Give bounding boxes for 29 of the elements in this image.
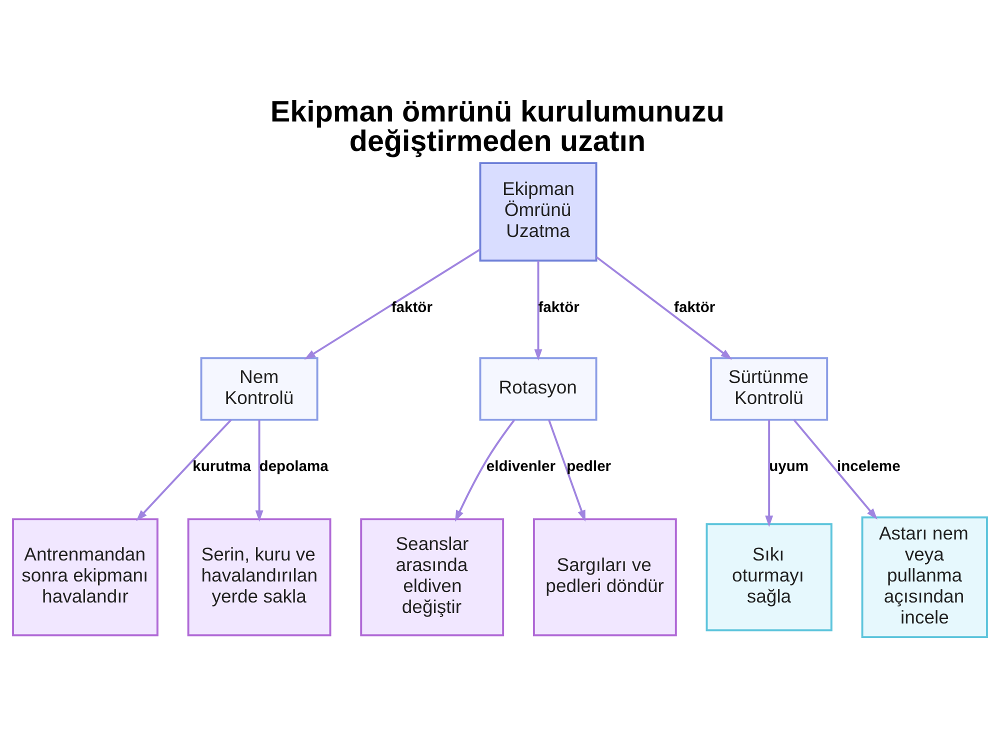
edge-label: kurutma — [192, 458, 252, 475]
arrow — [793, 418, 878, 520]
arrow — [765, 420, 774, 527]
node-box: Sürtünme Kontrolü — [710, 356, 828, 420]
arrow — [454, 419, 515, 522]
edge-label: eldivenler — [486, 458, 556, 475]
arrow — [304, 248, 481, 360]
arrow — [596, 256, 732, 360]
arrow — [534, 260, 542, 360]
node-box: Serin, kuru ve havalandırılan yerde sakla — [187, 518, 332, 636]
edge-label: depolama — [259, 458, 328, 475]
edge-label: pedler — [566, 458, 612, 475]
node-box: Ekipman Ömrünü Uzatma — [479, 162, 598, 262]
node-box: Seanslar arasında eldiven değiştir — [360, 518, 504, 636]
node-box: Nem Kontrolü — [200, 356, 318, 420]
arrow — [136, 418, 232, 521]
node-box: Sargıları ve pedleri döndür — [532, 518, 677, 636]
node-box: Rotasyon — [479, 356, 598, 420]
edge-label: inceleme — [836, 458, 900, 475]
edge-label: faktör — [538, 299, 580, 316]
edge-label: faktör — [674, 299, 716, 316]
node-box: Sıkı oturmayı sağla — [706, 522, 832, 631]
node-box: Antrenmandan sonra ekipmanı havalandır — [12, 518, 158, 636]
arrow — [548, 419, 586, 522]
edge-label: uyum — [769, 458, 809, 475]
node-box: Astarı nem veya pullanma açısından incele — [861, 516, 988, 638]
arrow — [255, 420, 264, 522]
diagram-title: Ekipman ömrünü kurulumunuzu değiştirmeden uzatın — [270, 94, 724, 158]
edge-label: faktör — [391, 299, 432, 316]
